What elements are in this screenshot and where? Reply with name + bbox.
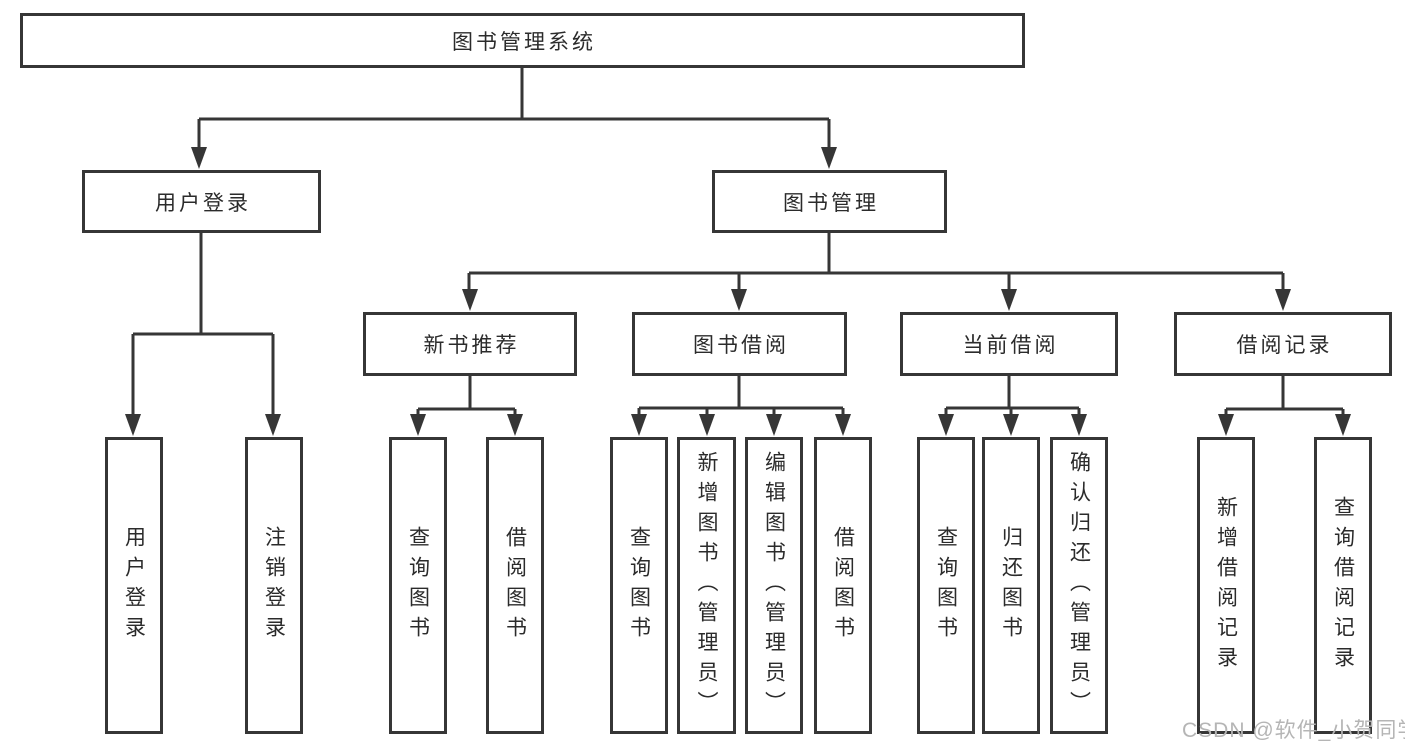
node-label: 图书借阅	[693, 334, 789, 357]
node-new-book-recommend: 新书推荐	[363, 312, 577, 376]
leaf-label: 归还图书	[999, 525, 1023, 646]
arrowhead-icon	[938, 414, 954, 436]
leaf-add-books-admin: 新增图书（管理员）	[677, 437, 736, 734]
connector-new-book-children	[416, 376, 517, 417]
leaf-logout: 注销登录	[245, 437, 303, 734]
leaf-user-login: 用户登录	[105, 437, 163, 734]
connector-current-borrowing-children	[944, 376, 1081, 417]
leaf-confirm-return-admin: 确认归还（管理员）	[1050, 437, 1108, 734]
arrowhead-icon	[631, 414, 647, 436]
leaf-query-books-current: 查询图书	[917, 437, 975, 734]
connector-book-borrowing-children	[637, 375, 845, 417]
leaf-label: 用户登录	[122, 525, 146, 646]
arrowhead-icon	[731, 289, 747, 311]
leaf-label: 注销登录	[262, 525, 286, 646]
arrowhead-icon	[766, 414, 782, 436]
node-borrowing-records: 借阅记录	[1174, 312, 1392, 376]
node-book-borrowing: 图书借阅	[632, 312, 847, 376]
arrowhead-icon	[1001, 289, 1017, 311]
leaf-label: 查询图书	[627, 525, 651, 646]
node-label: 用户登录	[155, 191, 251, 215]
arrowhead-icon	[462, 289, 478, 311]
leaf-query-books-recommend: 查询图书	[389, 437, 447, 734]
arrowhead-icon	[1003, 414, 1019, 436]
node-user-login: 用户登录	[82, 170, 321, 233]
leaf-label: 借阅图书	[831, 525, 855, 646]
leaf-borrow-books-borrowing: 借阅图书	[814, 437, 872, 734]
leaf-label: 确认归还（管理员）	[1067, 450, 1091, 721]
node-label: 图书管理	[783, 191, 879, 215]
leaf-return-books: 归还图书	[982, 437, 1040, 734]
node-book-management: 图书管理	[712, 170, 947, 233]
connector-borrowing-records-children	[1224, 376, 1345, 417]
arrowhead-icon	[821, 147, 837, 169]
node-root-library-system: 图书管理系统	[20, 13, 1025, 68]
arrowhead-icon	[835, 414, 851, 436]
connector-paths	[131, 68, 1345, 417]
node-label: 图书管理系统	[452, 30, 596, 54]
leaf-label: 借阅图书	[503, 525, 527, 646]
arrowhead-icon	[410, 414, 426, 436]
leaf-query-borrow-record: 查询借阅记录	[1314, 437, 1372, 734]
node-current-borrowing: 当前借阅	[900, 312, 1118, 376]
leaf-label: 查询借阅记录	[1331, 495, 1355, 676]
connector-book-management-children	[467, 233, 1285, 293]
arrowhead-icon	[507, 414, 523, 436]
leaf-label: 编辑图书（管理员）	[762, 450, 786, 721]
arrowhead-icon	[1335, 414, 1351, 436]
leaf-label: 新增图书（管理员）	[695, 450, 718, 721]
leaf-borrow-books-recommend: 借阅图书	[486, 437, 544, 734]
leaf-add-borrow-record: 新增借阅记录	[1197, 437, 1255, 734]
leaf-label: 查询图书	[934, 525, 958, 646]
arrowhead-icon	[1275, 289, 1291, 311]
arrowhead-icon	[1218, 414, 1234, 436]
arrowhead-icon	[125, 414, 141, 436]
arrowhead-icon	[1071, 414, 1087, 436]
leaf-query-books-borrowing: 查询图书	[610, 437, 668, 734]
arrowhead-icon	[191, 147, 207, 169]
node-label: 当前借阅	[962, 334, 1059, 357]
csdn-watermark: CSDN @软件_小贺同学	[1182, 719, 1405, 742]
arrowheads	[125, 147, 1351, 436]
leaf-edit-books-admin: 编辑图书（管理员）	[745, 437, 803, 734]
leaf-label: 新增借阅记录	[1214, 495, 1238, 676]
arrowhead-icon	[699, 414, 715, 436]
connector-root-to-level2	[197, 68, 831, 150]
node-label: 新书推荐	[423, 334, 520, 357]
leaf-label: 查询图书	[406, 525, 430, 646]
connector-user-login-children	[131, 233, 275, 417]
node-label: 借阅记录	[1236, 334, 1333, 357]
arrowhead-icon	[265, 414, 281, 436]
